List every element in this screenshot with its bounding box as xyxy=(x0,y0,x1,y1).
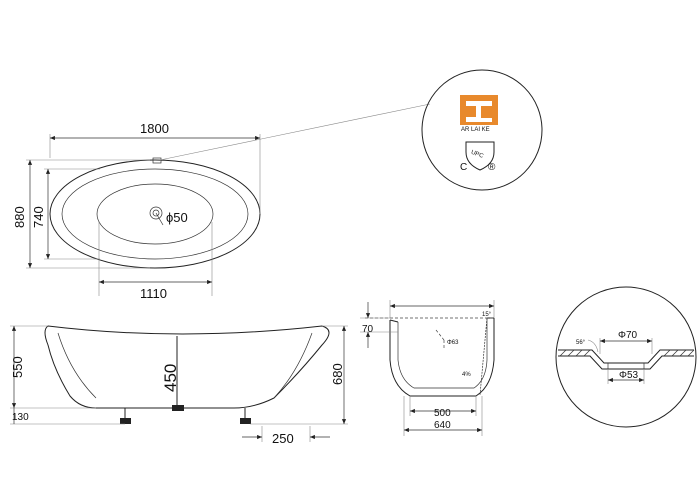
c-mark: C xyxy=(460,162,467,173)
tub-inner-rim xyxy=(61,168,249,260)
dim-550: 550 xyxy=(10,356,25,378)
dim-phi53: Φ53 xyxy=(619,370,639,381)
drain-outer xyxy=(149,206,163,220)
drain-profile-top xyxy=(558,349,694,364)
hatching xyxy=(559,349,695,357)
dim-1800: 1800 xyxy=(140,121,169,136)
section-view: Φ63 15° 4% 70 500 640 xyxy=(360,300,495,436)
brand-name: AR LAI KE xyxy=(461,127,490,133)
dim-1110: 1110 xyxy=(140,286,167,301)
section-outer-wall xyxy=(389,318,495,397)
drain-detail: Φ70 Φ53 56° xyxy=(555,286,697,428)
dim-phi70: Φ70 xyxy=(618,330,638,341)
dim-680: 680 xyxy=(330,363,345,385)
side-view: 550 130 450 680 250 xyxy=(10,325,348,446)
angle-15: 15° xyxy=(482,312,492,318)
dim-450: 450 xyxy=(161,364,180,392)
angle-56: 56° xyxy=(576,340,586,346)
section-inner-wall xyxy=(397,318,488,389)
reg-mark: ® xyxy=(488,162,496,173)
overflow-slot xyxy=(152,157,162,164)
side-drain xyxy=(172,405,184,411)
detail-circle xyxy=(555,286,697,428)
foot-right xyxy=(240,418,251,424)
top-view: 1800 880 740 1110 ϕ50 xyxy=(12,103,431,301)
dim-640: 640 xyxy=(434,420,451,431)
dim-250: 250 xyxy=(272,431,294,446)
dim-70: 70 xyxy=(362,324,374,335)
slope-label: 4% xyxy=(462,372,471,378)
upc-label: UPC xyxy=(470,150,485,160)
upc-mark: UPC C ® xyxy=(460,141,496,173)
certification-callout: AR LAI KE UPC C ® xyxy=(421,69,543,191)
drain-inner xyxy=(152,209,160,217)
drain-label: ϕ50 xyxy=(166,210,188,225)
dim-130: 130 xyxy=(12,412,29,423)
dim-740: 740 xyxy=(31,206,46,228)
overflow-label: Φ63 xyxy=(447,340,459,346)
foot-left xyxy=(120,418,131,424)
tub-outer-rim xyxy=(49,159,261,269)
brand-logo: AR LAI KE xyxy=(460,95,498,133)
dim-500: 500 xyxy=(434,408,451,419)
upc-shield-icon xyxy=(465,141,495,171)
drain-profile-bottom xyxy=(558,355,694,370)
tub-basin xyxy=(96,183,214,245)
side-outer-body xyxy=(44,325,330,409)
dim-880: 880 xyxy=(12,206,27,228)
callout-circle xyxy=(421,69,543,191)
